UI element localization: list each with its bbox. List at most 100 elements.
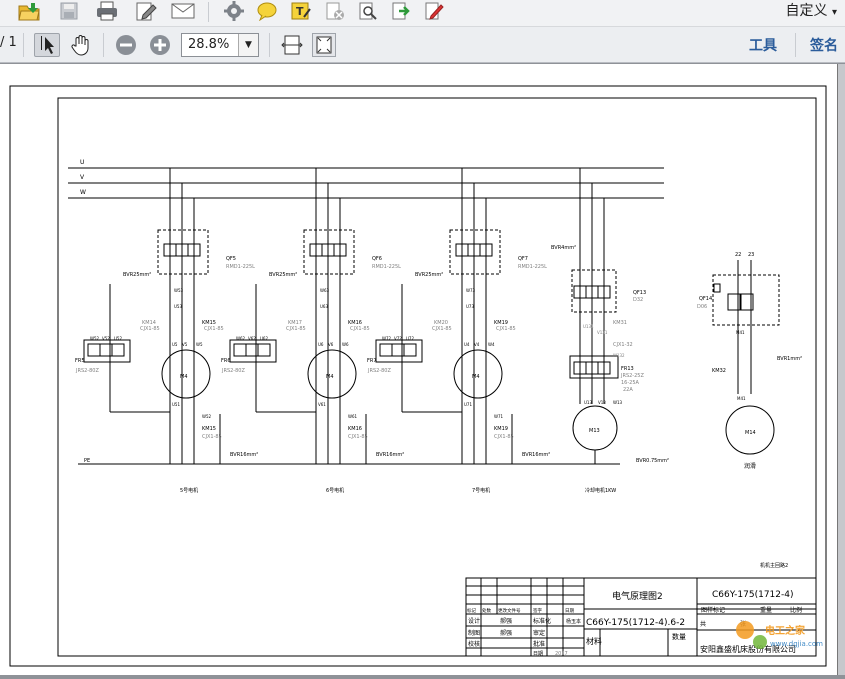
material-label: 材料: [586, 636, 602, 646]
zoom-input[interactable]: 28.8% ▼: [181, 33, 259, 57]
fr-terminal: W52: [90, 336, 100, 341]
hand-icon: [71, 35, 89, 56]
plus-circle-icon: [150, 35, 170, 55]
motor-label: M4: [472, 374, 480, 380]
motor-circuit-5: QF5RMD1-225LBVR25mm²W53U53KM14CJX1-85KM1…: [75, 168, 258, 494]
fr-terminal: U62: [260, 336, 268, 341]
sign-document-icon[interactable]: [421, 0, 447, 22]
lube-terminal-22: 22: [735, 252, 741, 258]
w-out: W5: [196, 342, 203, 347]
u-terminal: U63: [320, 304, 328, 309]
gear-icon[interactable]: [221, 0, 247, 22]
w-terminal: W53: [174, 288, 184, 293]
motor-label: M4: [180, 374, 188, 380]
km-type: CJX1-85: [432, 326, 452, 332]
km3-label: KM15: [202, 426, 216, 432]
date-value: 2017: [555, 651, 568, 657]
open-folder-icon[interactable]: [16, 0, 42, 22]
edit-icon[interactable]: [133, 0, 159, 22]
pe-label: PE: [84, 458, 90, 464]
km2-label: KM15: [202, 320, 216, 326]
weight-label: 重量: [760, 606, 772, 614]
cooling-motor-caption: 冷却电机1KW: [585, 487, 616, 494]
lube-km-label: KM32: [712, 368, 726, 374]
toolbar-separator: [23, 33, 24, 57]
tools-panel-button[interactable]: 工具: [749, 38, 777, 54]
v-out: V4: [474, 342, 480, 347]
date-label: 日期: [533, 651, 543, 657]
revision-count-label: 处数: [482, 607, 491, 614]
quantity-label: 数量: [672, 632, 686, 641]
authorize-label: 批准: [533, 640, 545, 648]
part-code: C66Y-175(1712-4).6-2: [586, 618, 685, 628]
sign-panel-button[interactable]: 签名: [810, 38, 838, 54]
u51-terminal: U51: [172, 402, 180, 407]
qf-label: QF6: [372, 256, 382, 262]
sheet-total-label: 共: [700, 620, 706, 628]
company-name: 安阳鑫盛机床股份有限公司: [700, 644, 796, 654]
w-terminal: W73: [466, 288, 476, 293]
lube-qf-label: QF14: [699, 296, 712, 302]
lube-caption: 润滑: [744, 462, 756, 470]
cooling-wire-label: BVR4mm²: [551, 245, 576, 251]
fr-terminal: V52: [102, 336, 110, 341]
cooling-qf-label: QF13: [633, 290, 646, 296]
cooling-km-type: CJX1-32: [613, 342, 633, 348]
select-cursor-icon: [41, 36, 54, 54]
customize-menu[interactable]: 自定义 ▾: [786, 0, 837, 20]
qf-type: RMD1-225L: [518, 264, 547, 270]
motor-circuit-6: QF6RMD1-225LBVR25mm²W63U63KM17CJX1-85KM1…: [221, 168, 404, 494]
fr-label: FR7: [367, 358, 377, 364]
w-out: W6: [342, 342, 349, 347]
motor-circuit-7: QF7RMD1-225LBVR25mm²W73U73KM20CJX1-85KM1…: [367, 168, 550, 494]
km3-type: CJX1-85: [348, 434, 368, 440]
wire-label: BVR25mm²: [123, 272, 151, 278]
u-out: U5: [172, 342, 178, 347]
u-terminal: U73: [466, 304, 474, 309]
outwire-label: BVR16mm²: [230, 452, 258, 458]
km-label: KM14: [142, 320, 156, 326]
export-icon[interactable]: [388, 0, 414, 22]
date-header-label: 日期: [565, 608, 574, 614]
select-tool-button[interactable]: [34, 33, 60, 57]
w52-terminal: W52: [202, 414, 212, 419]
lube-motor-label: M14: [745, 430, 756, 436]
cooling-fr-label: FR13: [621, 366, 634, 372]
motor-caption: 5号电机: [180, 487, 198, 494]
chevron-down-icon: ▼: [245, 40, 252, 50]
zoom-in-button[interactable]: [148, 33, 172, 57]
zoom-out-button[interactable]: [114, 33, 138, 57]
km-label: KM17: [288, 320, 302, 326]
zoom-dropdown-button[interactable]: ▼: [238, 34, 258, 56]
fit-page-icon: [316, 36, 332, 54]
hand-tool-button[interactable]: [68, 33, 94, 57]
comment-icon[interactable]: [254, 0, 280, 22]
wire-label: BVR25mm²: [415, 272, 443, 278]
cooling-v-terminal: V131: [597, 330, 608, 335]
fit-page-button[interactable]: [312, 33, 336, 57]
print-icon[interactable]: [94, 0, 120, 22]
km3-type: CJX1-85: [494, 434, 514, 440]
search-document-icon[interactable]: [355, 0, 381, 22]
v-out: V6: [328, 342, 334, 347]
drawing-name: 电气原理图2: [612, 590, 663, 602]
save-icon[interactable]: [56, 0, 82, 22]
toolbar-separator: [103, 33, 104, 57]
w-terminal: W63: [320, 288, 330, 293]
lube-terminal-m41-b: M41: [737, 396, 746, 401]
text-tool-icon[interactable]: T: [288, 0, 314, 22]
cooling-u-terminal: U131: [583, 324, 594, 329]
minus-circle-icon: [116, 35, 136, 55]
km2-type: CJX1-85: [350, 326, 370, 332]
km2-type: CJX1-85: [204, 326, 224, 332]
email-icon[interactable]: [170, 0, 196, 22]
fit-width-button[interactable]: [280, 33, 304, 57]
power-bus: [68, 167, 664, 199]
fr-label: FR6: [221, 358, 231, 364]
revision-mark-label: 标记: [467, 607, 476, 614]
standardization-label: 标准化: [533, 617, 551, 625]
delete-page-icon[interactable]: [322, 0, 348, 22]
vertical-scrollbar[interactable]: [838, 64, 845, 675]
scale-label: 比例: [790, 606, 802, 614]
